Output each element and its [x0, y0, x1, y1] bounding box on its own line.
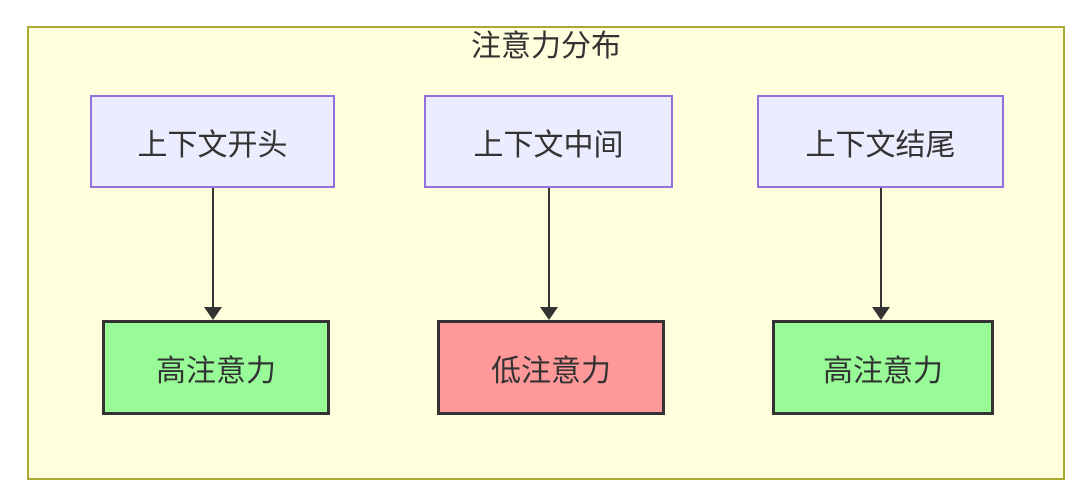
- node-context-start: 上下文开头: [90, 95, 335, 188]
- edge-line: [880, 188, 882, 307]
- node-context-middle-label: 上下文中间: [473, 128, 624, 162]
- edge-middle-to-low-attention: [539, 188, 559, 320]
- node-low-attention-middle-label: 低注意力: [491, 354, 611, 388]
- arrowhead-down-icon: [204, 307, 222, 320]
- arrowhead-down-icon: [872, 307, 890, 320]
- node-high-attention-start-label: 高注意力: [156, 354, 276, 388]
- edge-start-to-high-attention: [203, 188, 223, 320]
- node-context-middle: 上下文中间: [424, 95, 673, 188]
- edge-line: [548, 188, 550, 307]
- node-high-attention-end: 高注意力: [772, 320, 994, 415]
- node-high-attention-start: 高注意力: [102, 320, 330, 415]
- arrowhead-down-icon: [540, 307, 558, 320]
- node-context-end: 上下文结尾: [757, 95, 1004, 188]
- node-high-attention-end-label: 高注意力: [823, 354, 943, 388]
- node-context-start-label: 上下文开头: [137, 128, 288, 162]
- attention-distribution-group: 注意力分布 上下文开头 上下文中间 上下文结尾 高注意力 低: [27, 26, 1065, 480]
- node-context-end-label: 上下文结尾: [805, 128, 956, 162]
- edge-line: [212, 188, 214, 307]
- diagram-title: 注意力分布: [471, 30, 621, 63]
- node-low-attention-middle: 低注意力: [437, 320, 665, 415]
- edge-end-to-high-attention: [871, 188, 891, 320]
